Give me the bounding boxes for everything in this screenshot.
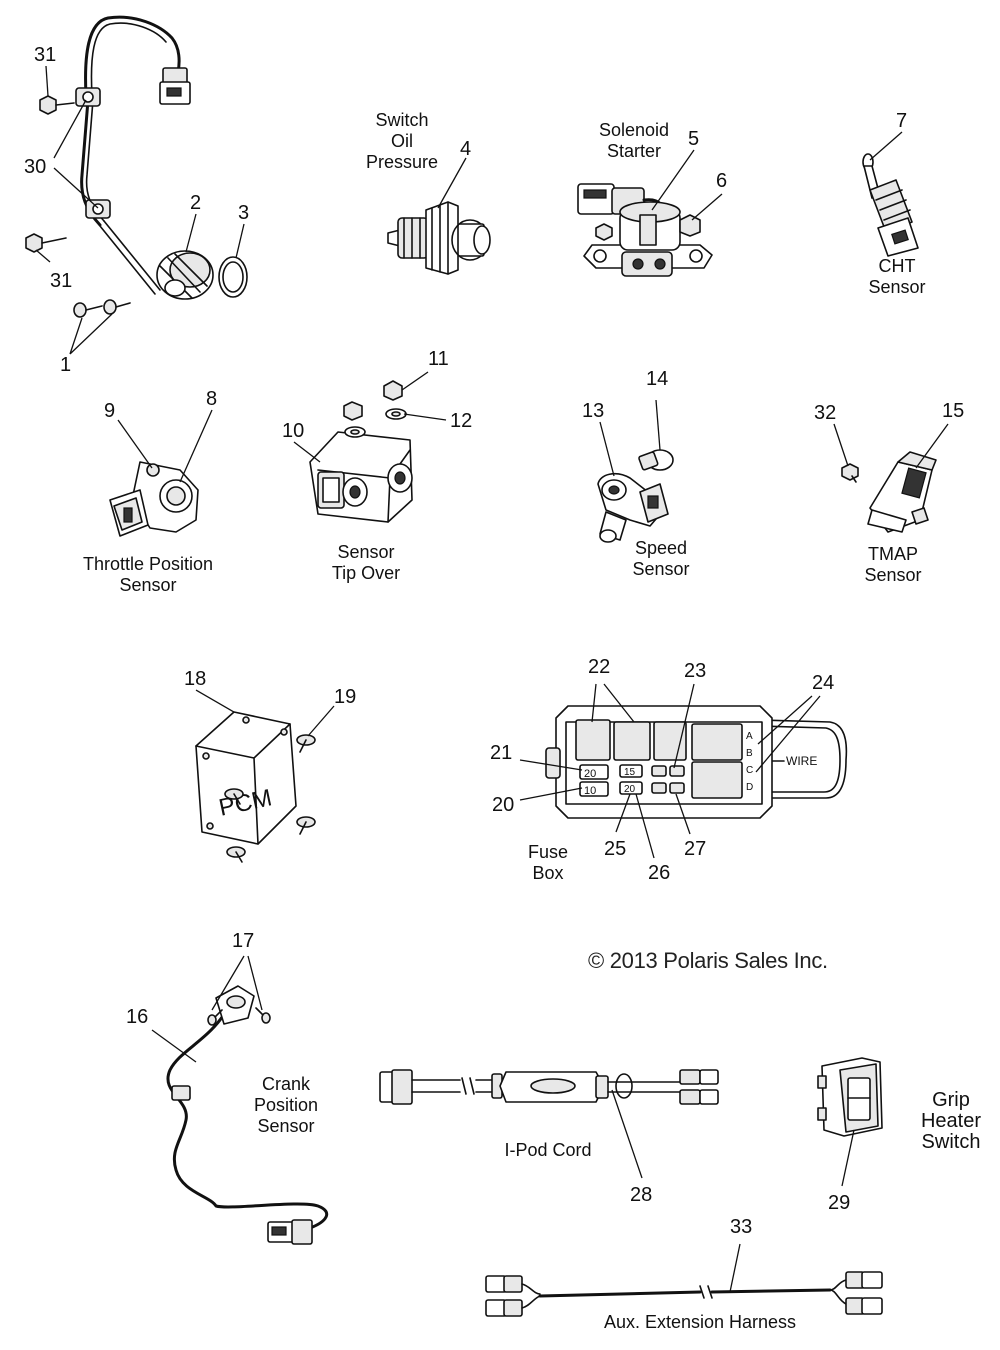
callout-21: 21 xyxy=(490,742,513,764)
label-switch-oil-pressure: Switch Oil Pressure xyxy=(352,110,452,173)
label-line: Solenoid xyxy=(598,120,670,140)
label-speed-sensor: Speed Sensor xyxy=(616,538,706,580)
fuse-value-20: 10 xyxy=(584,785,596,797)
ipod-cord xyxy=(379,1069,719,1105)
crank-position-sensor xyxy=(166,985,329,1245)
callout-18: 18 xyxy=(184,668,207,690)
callout-13: 13 xyxy=(582,400,605,422)
pcm-module: PCM xyxy=(195,711,316,863)
label-line: TMAP xyxy=(867,544,918,564)
label-line: Starter xyxy=(606,141,662,161)
callout-31: 31 xyxy=(34,44,57,66)
callout-33: 33 xyxy=(730,1216,753,1238)
callout-19: 19 xyxy=(334,686,357,708)
callout-27: 27 xyxy=(684,838,707,860)
label-line: Crank xyxy=(261,1074,310,1094)
callout-25: 25 xyxy=(604,838,627,860)
label-line: Speed xyxy=(634,538,688,558)
solenoid-starter xyxy=(577,183,713,277)
tmap-sensor xyxy=(841,451,937,533)
oil-pressure-switch xyxy=(387,201,491,275)
callout-3: 3 xyxy=(238,202,250,224)
callout-10: 10 xyxy=(282,420,305,442)
callout-31: 31 xyxy=(50,270,73,292)
label-throttle-position-sensor: Throttle Position Sensor xyxy=(68,554,228,596)
aux-extension-harness xyxy=(485,1271,883,1317)
callout-6: 6 xyxy=(716,170,728,192)
fuse-box: WIRE 20 10 15 20 A B C D xyxy=(545,705,848,819)
fuse-value-21: 20 xyxy=(584,768,596,780)
label-fuse-box: Fuse Box xyxy=(508,842,588,884)
label-line: CHT xyxy=(878,256,916,276)
label-line: Switch xyxy=(375,110,429,130)
callout-20: 20 xyxy=(492,794,515,816)
fuse-box-letter-c: C xyxy=(746,765,753,776)
callout-22: 22 xyxy=(588,656,611,678)
tip-over-sensor xyxy=(309,380,413,523)
callout-2: 2 xyxy=(190,192,202,214)
label-tmap-sensor: TMAP Sensor xyxy=(848,544,938,586)
leader-lines xyxy=(35,65,949,1293)
label-ipod-cord: I-Pod Cord xyxy=(504,1140,592,1160)
label-line: Sensor xyxy=(864,565,922,585)
callout-17: 17 xyxy=(232,930,255,952)
bolt-31-bottom xyxy=(25,233,67,253)
harness-bracket-assembly xyxy=(25,15,248,318)
throttle-position-sensor xyxy=(109,461,199,537)
fuse-value-15: 15 xyxy=(624,767,636,778)
fuse-value-20b: 20 xyxy=(624,784,636,795)
callout-4: 4 xyxy=(460,138,472,160)
label-line: Oil xyxy=(391,131,413,151)
label-line: Pressure xyxy=(365,152,439,172)
fuse-box-letter-b: B xyxy=(746,748,753,759)
copyright-notice: © 2013 Polaris Sales Inc. xyxy=(588,948,828,973)
label-line: Box xyxy=(532,863,564,883)
callout-24: 24 xyxy=(812,672,835,694)
callout-7: 7 xyxy=(896,110,908,132)
label-line: Sensor xyxy=(632,559,690,579)
label-aux-extension-harness: Aux. Extension Harness xyxy=(603,1312,797,1332)
label-line: Switch xyxy=(921,1131,981,1153)
callout-12: 12 xyxy=(450,410,473,432)
callout-30: 30 xyxy=(24,156,47,178)
screws-1 xyxy=(73,299,131,318)
callout-15: 15 xyxy=(942,400,965,422)
label-line: Sensor xyxy=(257,1116,315,1136)
label-cht-sensor: CHT Sensor xyxy=(852,256,942,298)
label-line: Heater xyxy=(920,1110,982,1132)
label-line: Position xyxy=(253,1095,319,1115)
label-line: Throttle Position xyxy=(82,554,214,574)
callout-32: 32 xyxy=(814,402,837,424)
fuse-box-wire-text: WIRE xyxy=(786,754,817,768)
label-line: Fuse xyxy=(527,842,569,862)
label-line: Sensor xyxy=(337,542,395,562)
label-line: Grip xyxy=(932,1089,970,1111)
label-grip-heater-switch: Grip Heater Switch xyxy=(906,1090,996,1153)
cht-sensor xyxy=(862,153,919,257)
label-crank-position-sensor: Crank Position Sensor xyxy=(236,1074,336,1137)
label-solenoid-starter: Solenoid Starter xyxy=(584,120,684,162)
label-sensor-tip-over: Sensor Tip Over xyxy=(316,542,416,584)
callout-28: 28 xyxy=(630,1184,653,1206)
callout-14: 14 xyxy=(646,368,669,390)
callout-29: 29 xyxy=(828,1192,851,1214)
callout-8: 8 xyxy=(206,388,218,410)
callout-9: 9 xyxy=(104,400,116,422)
callout-26: 26 xyxy=(648,862,671,884)
callout-23: 23 xyxy=(684,660,707,682)
grip-heater-switch xyxy=(817,1057,883,1137)
label-line: Sensor xyxy=(119,575,177,595)
callout-11: 11 xyxy=(428,348,449,370)
label-line: Tip Over xyxy=(331,563,401,583)
callout-16: 16 xyxy=(126,1006,149,1028)
bolt-31-top xyxy=(39,95,75,115)
fuse-box-letter-a: A xyxy=(746,731,753,742)
speed-sensor xyxy=(597,449,674,543)
callout-1: 1 xyxy=(60,354,72,376)
fuse-box-letter-d: D xyxy=(746,782,753,793)
label-line: Sensor xyxy=(868,277,926,297)
callout-5: 5 xyxy=(688,128,700,150)
